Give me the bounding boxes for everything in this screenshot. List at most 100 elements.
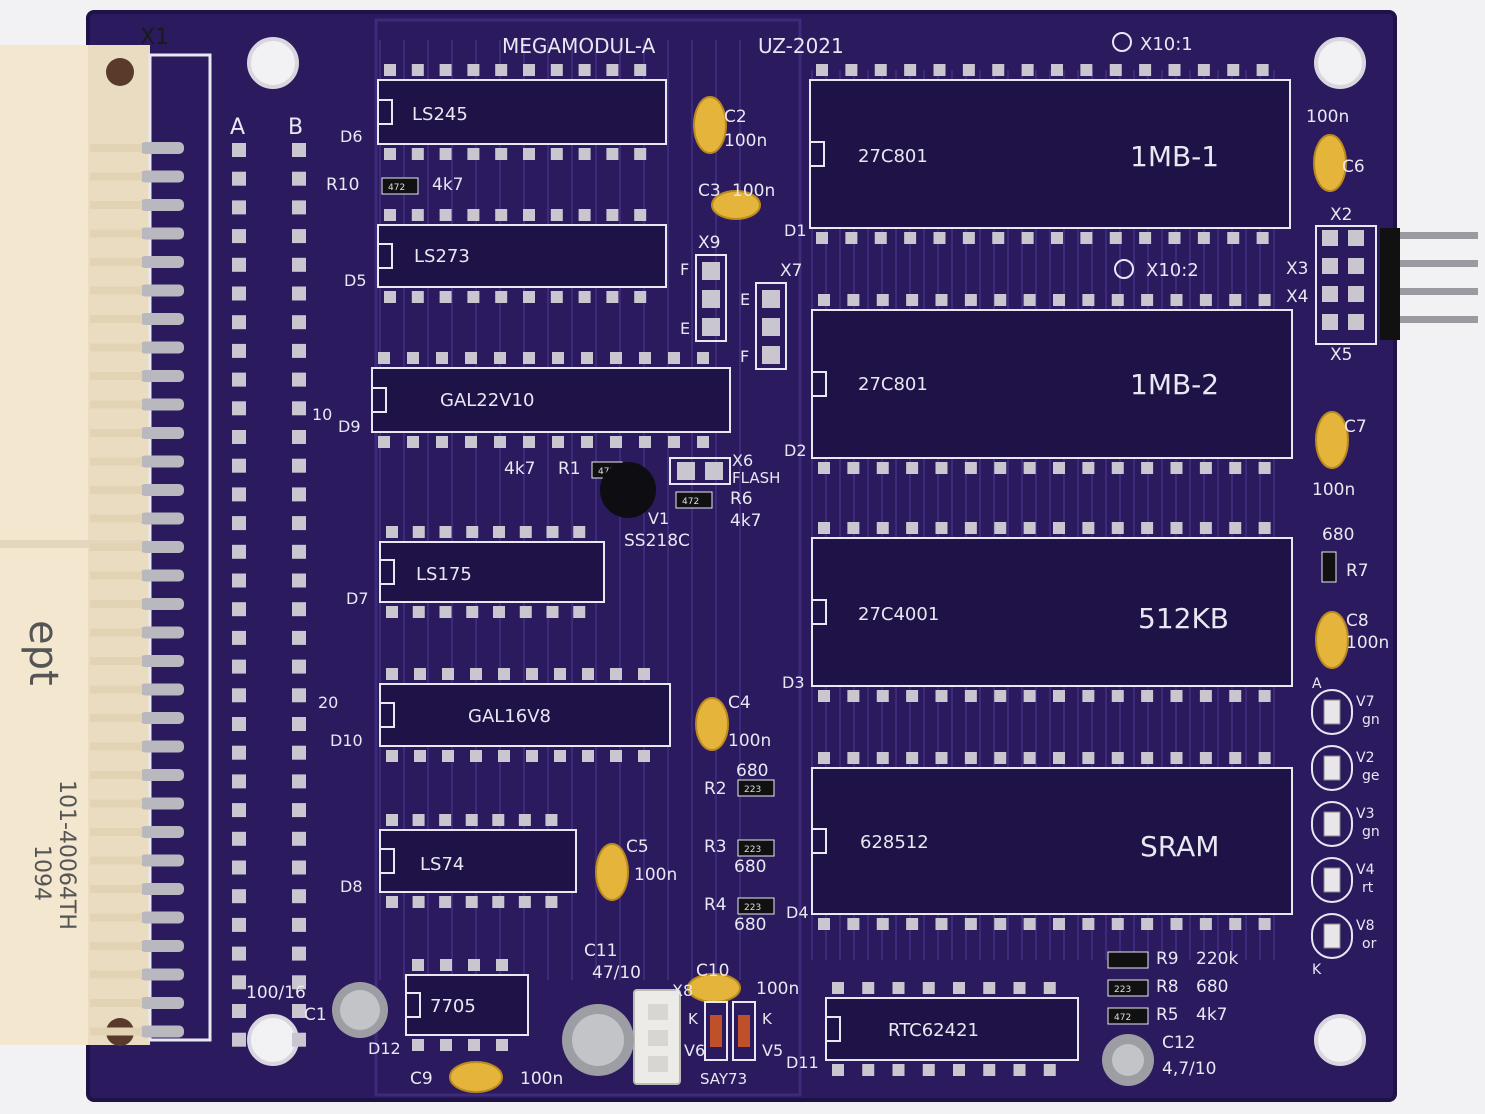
chip-pin: [581, 352, 593, 364]
pad-b: [292, 745, 306, 760]
chip-notch: [405, 992, 421, 1018]
chip-pin: [523, 209, 535, 221]
chip-pin: [1141, 522, 1154, 534]
chip-pin: [697, 352, 709, 364]
pad-b: [292, 1032, 306, 1047]
chip-pin: [1258, 918, 1271, 930]
resistor-value: 680: [734, 857, 766, 877]
chip-pin: [470, 668, 482, 680]
pad-a: [232, 171, 246, 186]
chip-pin: [467, 64, 480, 76]
chip-pin: [1258, 294, 1271, 306]
resistor-code: 472: [388, 183, 405, 193]
led-color: or: [1362, 936, 1377, 952]
chip-pin: [1043, 1064, 1056, 1076]
chip-pin: [606, 64, 619, 76]
capacitor-ref: C1: [304, 1005, 327, 1025]
chip-pin: [1111, 462, 1124, 474]
chip-pin: [466, 526, 479, 538]
chip-pin: [922, 1064, 935, 1076]
chip-pin: [964, 294, 977, 306]
chip-notch: [809, 141, 825, 167]
pad-a: [232, 688, 246, 703]
chips: LS245D6LS273D5GAL22V10D9LS175D7GAL16V8D1…: [330, 64, 1293, 1076]
chip-notch: [811, 371, 827, 397]
board-year: UZ-2021: [758, 34, 844, 58]
capacitor-ref: C12: [1162, 1033, 1196, 1053]
resistor-body: [1321, 551, 1337, 583]
chip-ref: D11: [786, 1053, 819, 1072]
pad-a: [232, 544, 246, 559]
edge-pin-slot: [90, 315, 142, 323]
chip-pin: [935, 462, 948, 474]
chip-label: LS273: [414, 246, 470, 267]
chip-pin: [847, 690, 860, 702]
chip-pin: [1141, 752, 1154, 764]
chip-pin: [1053, 918, 1065, 930]
chip-pin: [933, 64, 946, 76]
pad-a: [232, 573, 246, 588]
edge-pin-slot: [90, 543, 142, 551]
chip-pin: [439, 896, 452, 908]
chip-pin: [1170, 752, 1183, 764]
chip-pin: [439, 814, 452, 826]
chip-pin: [384, 209, 396, 221]
header-x2-x5: X2 X3 X4 X5: [1286, 205, 1478, 365]
edge-pin: [140, 911, 184, 924]
chip-pin: [439, 148, 452, 160]
chip-notch: [825, 1016, 841, 1042]
capacitor-body: [1315, 611, 1349, 669]
chip-pin: [606, 291, 619, 303]
chip-outline: [379, 541, 605, 603]
resistor-ref: R1: [558, 459, 581, 479]
chip-label: GAL16V8: [468, 706, 551, 727]
chip-pin: [1139, 232, 1152, 244]
edge-pin: [140, 769, 184, 781]
pad-b: [292, 372, 306, 387]
capacitor-value: 100n: [1312, 480, 1355, 500]
led-body: [1323, 923, 1341, 949]
transistor-v1: V1 SS218C: [600, 462, 690, 551]
chip-label: LS245: [412, 104, 468, 125]
chip-pin: [578, 291, 591, 303]
pad-b: [292, 343, 306, 358]
pad-b: [292, 602, 306, 617]
chip-pin: [465, 814, 478, 826]
x8-label: X8: [672, 981, 693, 1000]
edge-pin: [140, 227, 184, 240]
chip-pin: [545, 896, 558, 908]
chip-ref: D6: [340, 127, 363, 146]
resistor-code: 223: [1114, 985, 1131, 995]
x9-f-label: F: [680, 260, 689, 279]
edge-pin: [140, 997, 184, 1009]
pad-a: [232, 602, 246, 617]
x10-1-label: X10:1: [1140, 34, 1193, 55]
chip-pin: [519, 526, 532, 538]
chip-pin: [546, 606, 559, 618]
chip-pin: [1013, 1064, 1026, 1076]
chip-pin: [638, 668, 650, 680]
edge-pin-slot: [90, 714, 142, 722]
resistor-ref: R7: [1346, 561, 1369, 581]
chip-pin: [440, 959, 452, 971]
chip-pin: [906, 918, 919, 930]
chip-pin: [440, 1039, 452, 1051]
jumper-x9: X9 F E: [680, 233, 727, 342]
chip-pin: [523, 352, 535, 364]
chip-pin: [1199, 752, 1212, 764]
resistor-value: 680: [1322, 525, 1354, 545]
edge-pin: [140, 256, 184, 268]
edge-pin-slot: [90, 486, 142, 494]
pad-b: [292, 917, 306, 932]
resistor-body: [737, 839, 775, 857]
pad-a: [232, 745, 246, 760]
resistor-code: 223: [744, 845, 761, 855]
